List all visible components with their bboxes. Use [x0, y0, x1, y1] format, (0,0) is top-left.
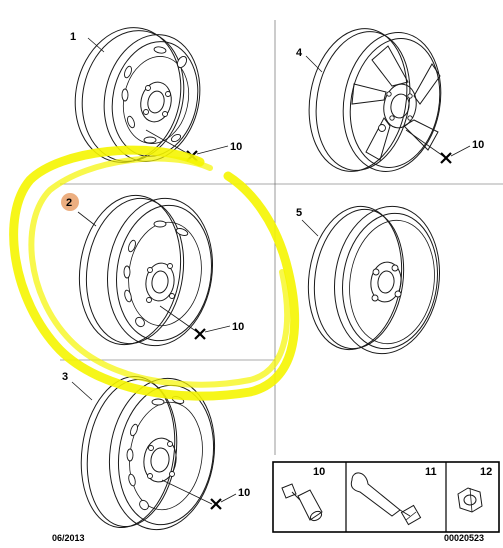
cross-icon: [440, 152, 452, 164]
wheel-2[interactable]: [70, 189, 222, 353]
callout-part-11: 11: [425, 466, 437, 478]
leader-nut-2b: [204, 325, 231, 333]
leader-nut-4: [405, 129, 447, 159]
leader-nut-3: [161, 479, 213, 505]
leader-nut-1b: [196, 145, 229, 155]
wheel-nut-part[interactable]: [457, 487, 483, 513]
callout-4: 4: [296, 47, 303, 59]
callout-nut-2: 10: [232, 321, 244, 333]
leader-line-3: [71, 381, 93, 401]
callout-3: 3: [62, 371, 68, 383]
leader-nut-1: [145, 129, 193, 157]
footer-date: 06/2013: [52, 533, 85, 543]
callout-nut-4: 10: [472, 139, 484, 151]
highlight-scribble: [9, 145, 300, 401]
callout-nut-1: 10: [230, 141, 242, 153]
callout-5: 5: [296, 207, 302, 219]
leader-line-4: [305, 55, 323, 73]
leader-nut-4b: [450, 145, 471, 157]
leader-nut-2: [159, 305, 201, 335]
leader-nut-3b: [220, 493, 237, 503]
callout-nut-3: 10: [238, 487, 250, 499]
wheel-5[interactable]: [299, 199, 448, 360]
valve-stem-part[interactable]: [350, 472, 422, 526]
callout-part-12: 12: [480, 466, 492, 478]
wheel-3[interactable]: [72, 370, 224, 536]
leader-line-1: [87, 37, 105, 53]
small-parts-box: [272, 461, 500, 533]
footer-ref: 00020523: [444, 533, 484, 543]
wheel-bolt-part[interactable]: [281, 483, 323, 522]
cross-icon: [210, 498, 222, 510]
callout-2: 2: [66, 197, 72, 209]
cross-icon: [194, 328, 206, 340]
wheel-4[interactable]: [298, 21, 451, 180]
callout-1: 1: [70, 31, 76, 43]
circle-marker: [61, 193, 79, 211]
leader-line-5: [301, 219, 319, 237]
leader-line-2: [77, 211, 97, 227]
callout-part-10: 10: [313, 466, 325, 478]
